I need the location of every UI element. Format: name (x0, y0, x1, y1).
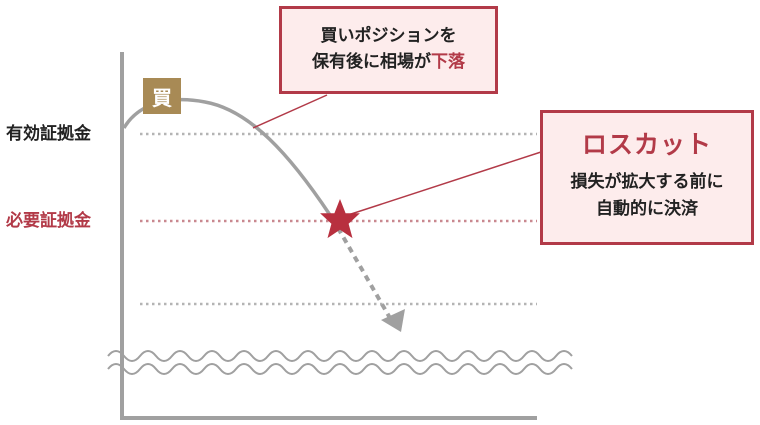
callout-top-pointer (252, 94, 328, 129)
axis-break-wave-1 (107, 350, 573, 362)
callout-loss-cut: ロスカット 損失が拡大する前に 自動的に決済 (540, 110, 754, 245)
axis-break-wave-2 (107, 363, 573, 375)
required-margin-label: 必要証拠金 (6, 211, 91, 231)
buy-badge: 買 (143, 78, 181, 114)
effective-margin-label: 有効証拠金 (6, 124, 91, 144)
callout-top-line2-accent: 下落 (431, 52, 465, 72)
price-curve (122, 97, 332, 216)
arrowhead-icon (381, 309, 405, 332)
loss-cut-line2: 自動的に決済 (596, 199, 698, 219)
callout-top-line2: 保有後に相場が下落 (282, 49, 495, 75)
callout-right-pointer (347, 151, 542, 216)
callout-top-line1: 買いポジションを (320, 26, 457, 46)
loss-cut-title: ロスカット (581, 130, 712, 159)
callout-price-drop: 買いポジションを 保有後に相場が下落 (279, 6, 498, 94)
loss-cut-line1: 損失が拡大する前に (570, 172, 724, 192)
star-icon (320, 199, 360, 239)
callout-top-line2-prefix: 保有後に相場が (312, 52, 431, 72)
